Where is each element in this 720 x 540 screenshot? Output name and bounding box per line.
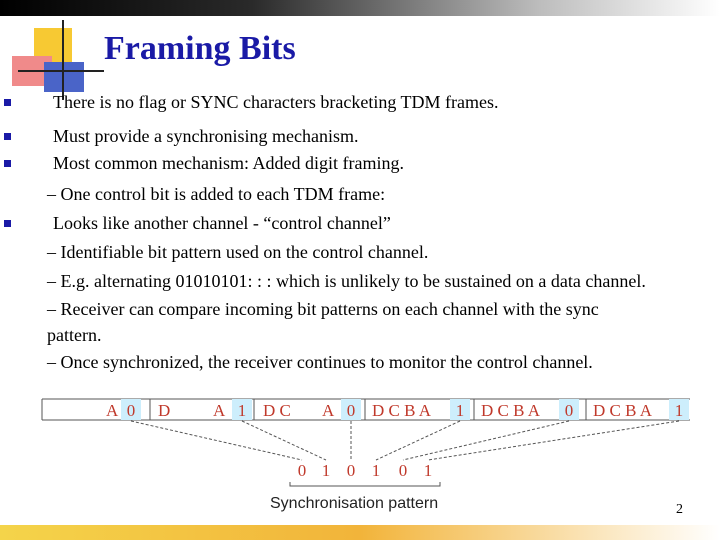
bullet-text: Most common mechanism: Added digit frami… — [53, 153, 404, 173]
sub-text: – Once synchronized, the receiver contin… — [47, 352, 593, 372]
bullet-text: Must provide a synchronising mechanism. — [53, 126, 359, 146]
sync-pattern-bit: 1 — [424, 461, 433, 480]
sync-pattern-caption: Synchronisation pattern — [270, 495, 438, 512]
sub-text: – One control bit is added to each TDM f… — [47, 184, 386, 204]
blue-square-decor — [44, 62, 84, 92]
bullet-icon — [4, 99, 11, 106]
bullet-text: There is no flag or SYNC characters brac… — [53, 92, 499, 112]
control-bit-box — [669, 399, 689, 420]
control-bit-box — [450, 399, 470, 420]
connector-line — [241, 420, 327, 461]
slide-title: Framing Bits — [104, 30, 296, 67]
slide-number: 2 — [676, 502, 683, 517]
sub-text: pattern. — [47, 325, 102, 345]
frame-channel-label: A — [322, 401, 335, 420]
bullet-icon — [4, 220, 11, 227]
frame-channel-label: D C — [263, 401, 291, 420]
connector-line — [375, 420, 461, 461]
connector-line — [402, 420, 570, 461]
frame-channel-label: A — [213, 401, 226, 420]
frame-channel-label: D — [158, 401, 170, 420]
bullet-icon — [4, 160, 11, 167]
sync-pattern-bit: 0 — [399, 461, 408, 480]
control-bit-value: 0 — [347, 401, 356, 420]
control-bit-box — [121, 399, 141, 420]
control-bit-value: 1 — [238, 401, 247, 420]
frame-channel-label: D C B A — [372, 401, 432, 420]
control-bit-value: 0 — [565, 401, 574, 420]
bullet-icon — [4, 133, 11, 140]
control-bit-box — [341, 399, 361, 420]
top-decor-bar — [0, 0, 720, 16]
frame-channel-label: D C B A — [593, 401, 653, 420]
bullet-text: Looks like another channel - “control ch… — [53, 213, 391, 233]
vertical-line-decor — [62, 20, 64, 100]
sub-text: – E.g. alternating 01010101: : : which i… — [47, 271, 646, 291]
control-bit-value: 1 — [456, 401, 465, 420]
frame-channel-label: D C B A — [481, 401, 541, 420]
sub-text: – Identifiable bit pattern used on the c… — [47, 242, 429, 262]
control-bit-box — [232, 399, 252, 420]
sync-pattern-bit: 0 — [347, 461, 356, 480]
control-bit-value: 0 — [127, 401, 136, 420]
horizontal-line-decor — [18, 70, 104, 72]
sync-pattern-bit: 0 — [298, 461, 307, 480]
control-bit-box — [559, 399, 579, 420]
connector-line — [130, 420, 303, 461]
sub-text: – Receiver can compare incoming bit patt… — [47, 299, 599, 319]
frame-channel-label: A — [106, 401, 119, 420]
sync-pattern-bit: 1 — [322, 461, 331, 480]
connector-line — [427, 420, 680, 461]
sync-pattern-bit: 1 — [372, 461, 381, 480]
control-bit-value: 1 — [675, 401, 684, 420]
bottom-decor-bar — [0, 525, 720, 540]
pattern-bracket — [289, 482, 441, 487]
